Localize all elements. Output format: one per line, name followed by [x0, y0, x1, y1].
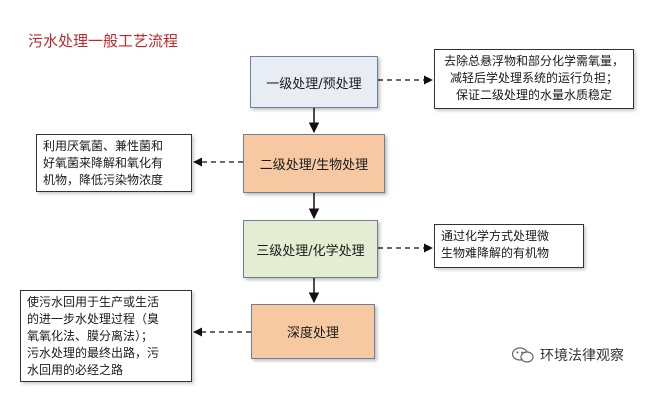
stage-1-box: 一级处理/预处理: [250, 56, 378, 108]
stage-1-label: 一级处理/预处理: [266, 76, 362, 92]
stage-2-label: 二级处理/生物处理: [259, 158, 369, 173]
stage-3-box: 三级处理/化学处理: [243, 220, 378, 278]
wechat-icon: [511, 347, 534, 363]
stage-4-note-line: 的进一步水处理过程（臭: [27, 312, 160, 326]
stage-2-note-line: 机物，降低污染物浓度: [43, 173, 164, 187]
stage-1-note-line: 保证二级处理的水量水质稳定: [455, 88, 612, 102]
stage-4-label: 深度处理: [286, 326, 339, 341]
stage-3-label: 三级处理/化学处理: [256, 243, 365, 259]
stage-4-note-line: 水回用的必经之路: [27, 363, 124, 377]
stage-3-note-line: 生物难降解的有机物: [441, 246, 550, 260]
watermark-text: 环境法律观察: [540, 348, 624, 364]
stage-4-note-line: 污水处理的最终出路，污: [27, 346, 160, 360]
stage-2-note-line: 好氧菌来降解和氧化有: [43, 156, 164, 170]
stage-1-note-line: 减轻后学处理系统的运行负担；: [449, 71, 618, 85]
stage-2-note-line: 利用厌氧菌、兼性菌和: [43, 139, 164, 153]
stage-1-note-line: 去除总悬浮物和部分化学需氧量，: [443, 54, 624, 68]
stage-3-note: 通过化学方式处理微 生物难降解的有机物: [434, 224, 584, 268]
stage-2-box: 二级处理/生物处理: [243, 134, 385, 193]
watermark: 环境法律观察: [511, 345, 624, 365]
stage-1-note: 去除总悬浮物和部分化学需氧量， 减轻后学处理系统的运行负担； 保证二级处理的水量…: [434, 49, 634, 109]
stage-4-note-line: 使污水回用于生产或生活: [27, 295, 160, 309]
stage-4-box: 深度处理: [251, 304, 375, 359]
stage-2-note: 利用厌氧菌、兼性菌和 好氧菌来降解和氧化有 机物，降低污染物浓度: [36, 134, 192, 192]
stage-3-note-line: 通过化学方式处理微: [441, 229, 550, 243]
stage-4-note: 使污水回用于生产或生活 的进一步水处理过程（臭 氧氧化法、膜分离法）； 污水处理…: [20, 290, 192, 382]
stage-4-note-line: 氧氧化法、膜分离法）；: [27, 329, 154, 343]
diagram-title: 污水处理一般工艺流程: [28, 32, 179, 50]
